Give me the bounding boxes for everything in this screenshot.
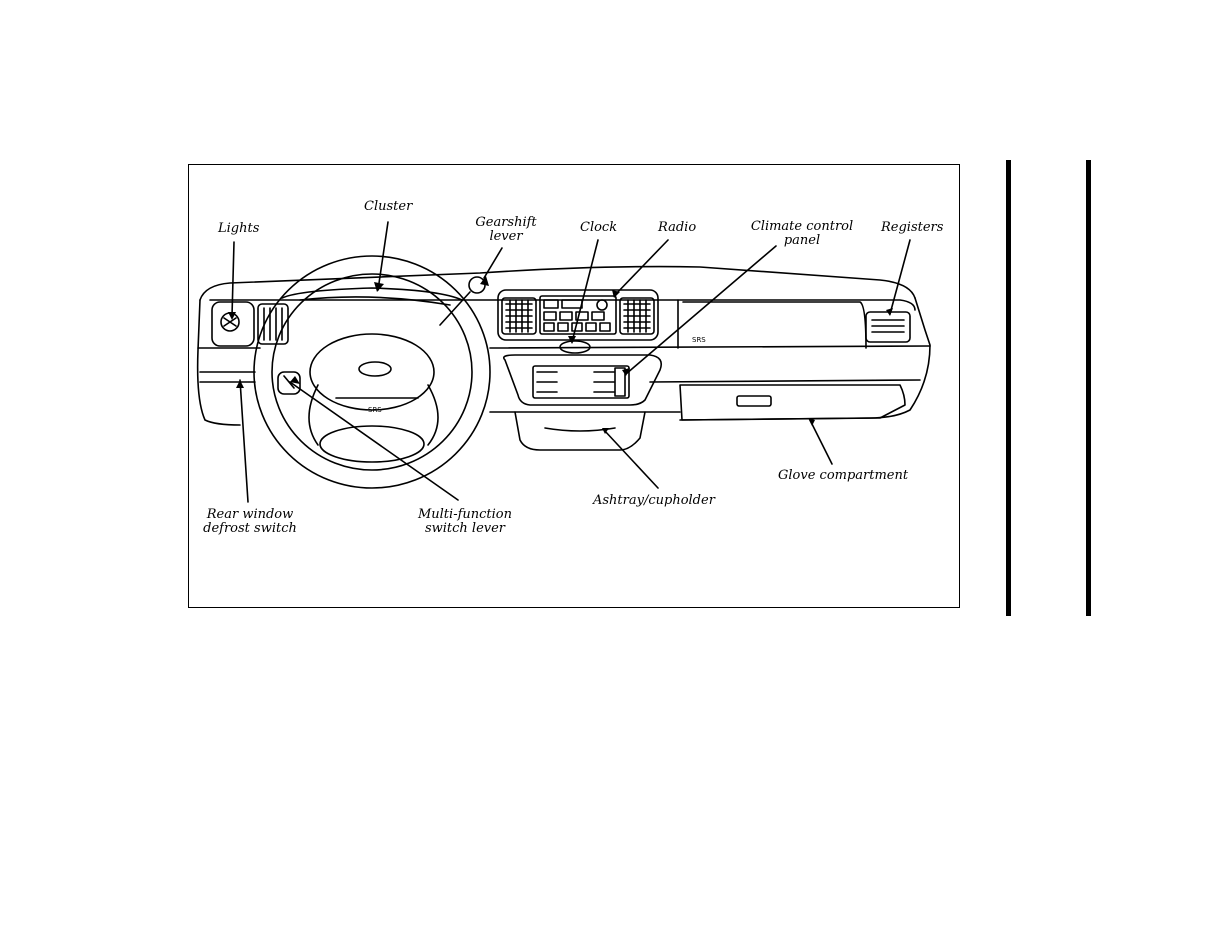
leader-registers [890, 240, 910, 314]
label-cluster: Cluster [364, 200, 412, 214]
passenger-panel [683, 302, 866, 348]
glove-compartment-door [680, 385, 905, 420]
airbag-srs-mark: SRS [368, 406, 382, 414]
glove-latch [737, 396, 771, 406]
label-radio: Radio [658, 221, 696, 235]
leader-radio [614, 240, 668, 296]
label-ashtray-cupholder: Ashtray/cupholder [593, 494, 715, 508]
label-registers: Registers [881, 221, 943, 235]
leader-ashtray [604, 430, 658, 488]
leader-lights [232, 242, 234, 316]
emblem [359, 362, 391, 376]
passenger-srs-mark: SRS [692, 336, 706, 344]
leader-clock [572, 240, 598, 342]
left-margin-bar [1006, 160, 1011, 616]
label-clock: Clock [580, 221, 617, 235]
leader-glove [810, 420, 832, 464]
gearshift-knob [469, 277, 485, 293]
dash-right-end [680, 298, 930, 420]
cluster-hood [282, 288, 462, 300]
label-glove-compartment: Glove compartment [778, 469, 908, 483]
dash-top-outline [200, 267, 915, 300]
label-lights: Lights [218, 222, 259, 236]
right-margin-bar [1086, 160, 1091, 616]
leader-rear-window [240, 380, 248, 502]
right-register [866, 312, 910, 342]
leader-gearshift [484, 248, 502, 278]
